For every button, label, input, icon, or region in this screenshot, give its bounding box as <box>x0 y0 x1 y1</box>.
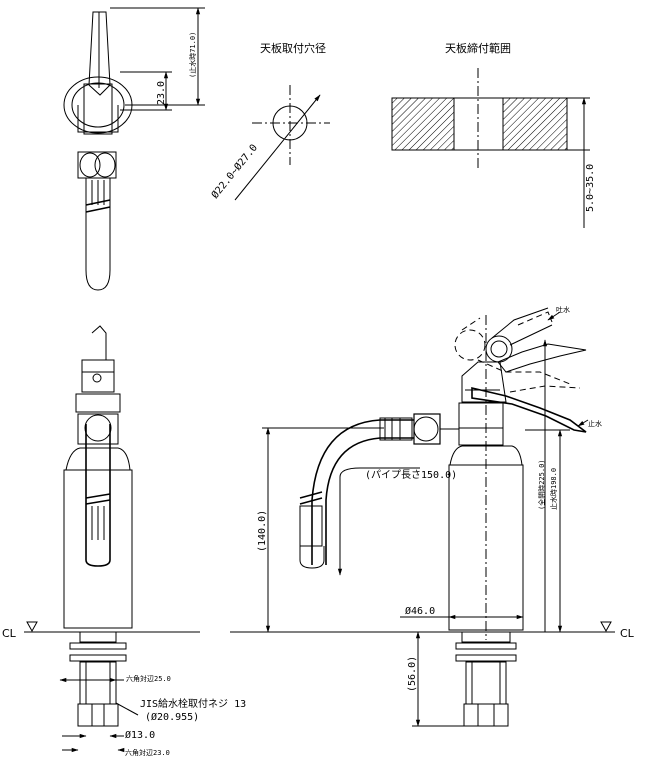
body-diameter-dim: Ø46.0 <box>405 605 435 617</box>
jis-thread-diameter: (Ø20.955) <box>145 711 199 723</box>
hole-diameter-dim: Ø22.0~Ø27.0 <box>209 142 260 201</box>
total-height-stop-dim: 止水時198.0 <box>549 468 558 510</box>
cl-label-right: CL <box>620 627 635 640</box>
side-view <box>262 307 589 727</box>
total-height-open-dim: (全開時225.0) <box>537 459 546 510</box>
hole-title: 天板取付穴径 <box>260 41 326 55</box>
open-label: 吐水 <box>556 305 570 314</box>
clamp-range-dim: 5.0~35.0 <box>585 164 596 212</box>
front-view <box>59 325 139 753</box>
hex-size-25: 六角対辺25.0 <box>126 674 171 683</box>
pipe-length-dim: (パイプ長さ150.0) <box>365 469 457 481</box>
jis-thread: JIS給水栓取付ネジ 13 <box>140 697 246 710</box>
hex-size-23: 六角対辺23.0 <box>125 748 170 757</box>
clamp-title: 天板締付範囲 <box>445 41 511 55</box>
lever-length-dim: (止水時71.0) <box>188 32 197 78</box>
top-view <box>63 7 205 291</box>
under-length-dim: (56.0) <box>407 656 418 692</box>
cl-label-left: CL <box>2 627 17 640</box>
counter-line-right <box>230 621 615 633</box>
spout-height-dim: (140.0) <box>257 510 268 552</box>
clamp-diagram <box>391 68 590 228</box>
lever-offset-dim: 23.0 <box>156 81 167 105</box>
hole-diagram <box>234 85 330 201</box>
counter-line-left <box>24 621 200 633</box>
stop-label: 止水 <box>588 419 602 428</box>
diameter-13: Ø13.0 <box>125 729 155 741</box>
